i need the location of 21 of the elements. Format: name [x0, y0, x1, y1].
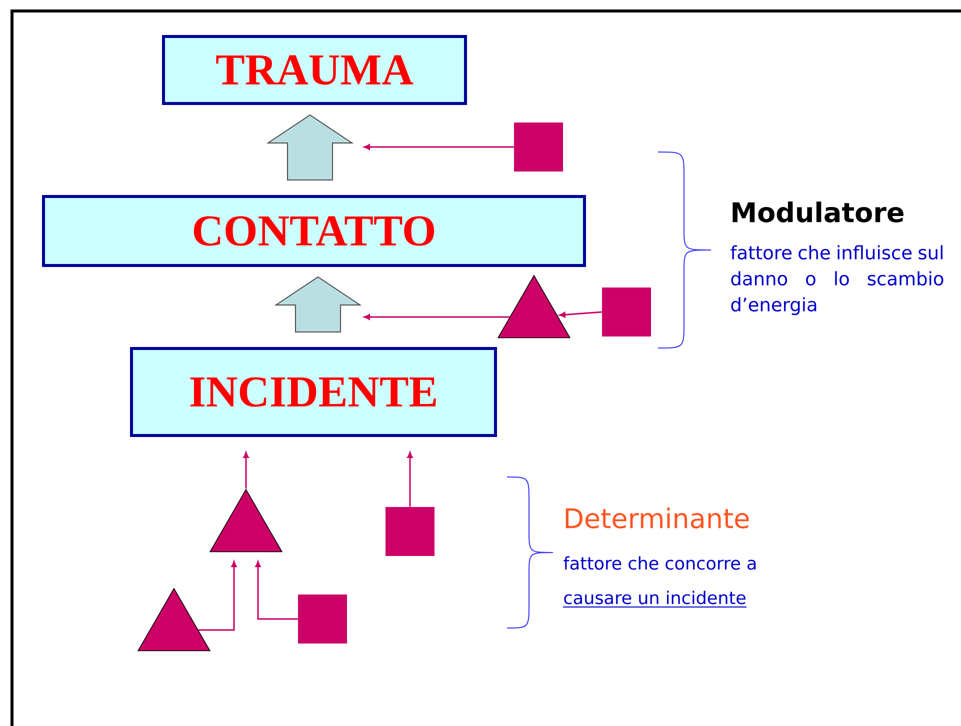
block-arrow [266, 114, 354, 180]
arrow [255, 561, 298, 620]
term-heading: Determinante [566, 508, 749, 528]
arrow [243, 452, 249, 489]
square-shape [514, 122, 563, 172]
square-shape [298, 594, 347, 644]
block-arrow [274, 276, 362, 332]
arrow [364, 314, 510, 320]
stage-box: TRAUMA [162, 35, 467, 105]
arrow [559, 311, 602, 318]
underlined-text: causare un incidente [562, 590, 748, 608]
stage-box: CONTATTO [42, 195, 586, 267]
arrow [198, 561, 237, 631]
definition-text: fattore che influisce sul danno o lo scambio d’energia [730, 245, 944, 316]
arrow [407, 452, 413, 507]
stage-box: INCIDENTE [130, 347, 497, 437]
term-heading: Modulatore [732, 202, 904, 222]
square-shape [602, 288, 651, 336]
arrow [364, 144, 514, 150]
definition-text: fattore che concorre a [564, 556, 756, 570]
square-shape [386, 507, 434, 556]
